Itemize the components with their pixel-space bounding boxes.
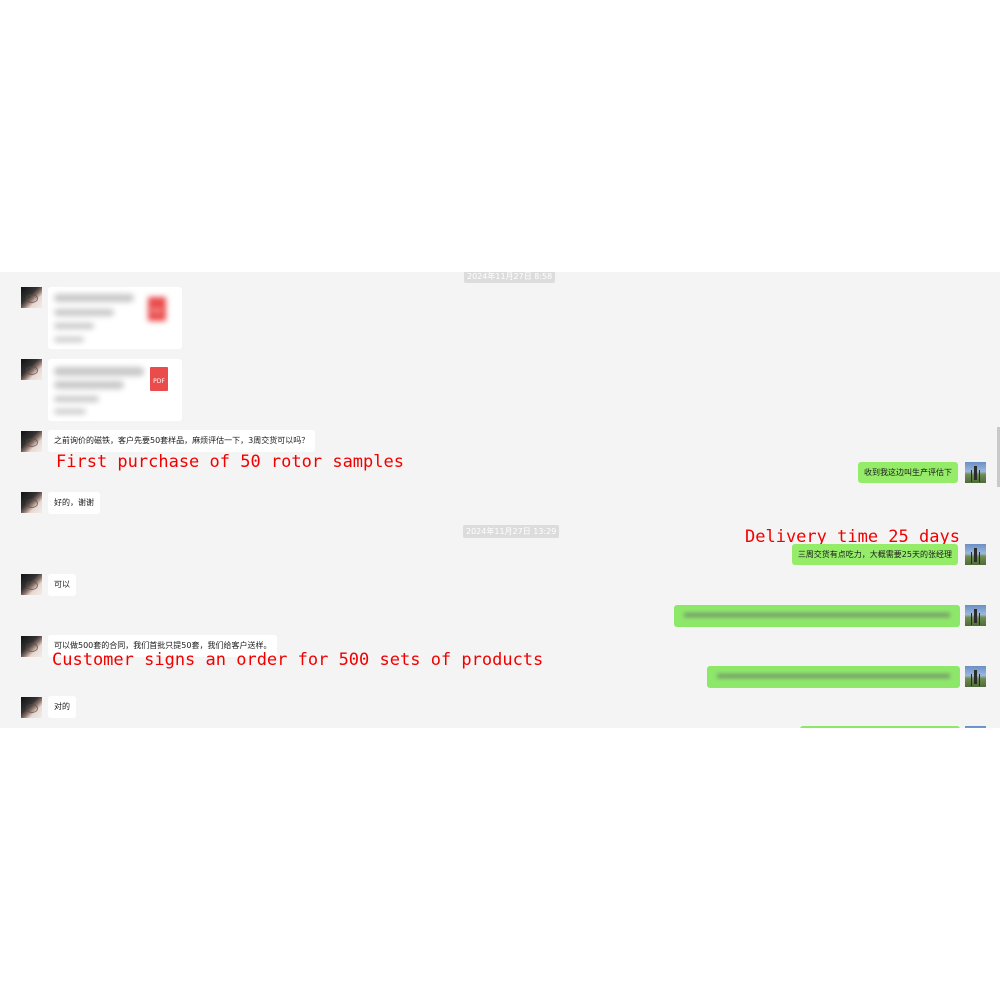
incoming-message[interactable]: 之前询价的磁铁，客户先要50套样品，麻烦评估一下，3周交货可以吗？ xyxy=(48,430,316,452)
annotation-delivery: Delivery time 25 days xyxy=(745,527,960,547)
redacted-outgoing-message[interactable] xyxy=(800,726,960,728)
user-avatar[interactable] xyxy=(965,605,986,626)
incoming-message[interactable]: 可以 xyxy=(48,574,76,596)
annotation-order: Customer signs an order for 500 sets of … xyxy=(52,650,544,670)
contact-avatar[interactable] xyxy=(21,287,42,308)
blurred-file-size xyxy=(54,323,94,329)
contact-avatar[interactable] xyxy=(21,431,42,452)
scrollbar-thumb[interactable] xyxy=(997,427,1000,487)
blurred-file-source xyxy=(54,337,84,342)
contact-avatar[interactable] xyxy=(21,636,42,657)
incoming-message[interactable]: 可以做500套的合同，我们首批只提50套，我们给客户送样。 xyxy=(48,635,278,657)
outgoing-message[interactable]: 收到我这边叫生产评估下 xyxy=(858,462,958,483)
user-avatar[interactable] xyxy=(965,544,986,565)
blurred-file-name xyxy=(54,309,114,316)
outgoing-message[interactable]: 三周交货有点吃力，大概需要25天的张经理 xyxy=(791,544,958,565)
file-message[interactable]: PDF xyxy=(48,359,182,421)
user-avatar[interactable] xyxy=(965,666,986,687)
contact-avatar[interactable] xyxy=(21,359,42,380)
blurred-file-name xyxy=(54,367,144,376)
incoming-message[interactable]: 对的 xyxy=(48,696,76,718)
annotation-samples: First purchase of 50 rotor samples xyxy=(56,452,404,472)
contact-avatar[interactable] xyxy=(21,574,42,595)
blurred-file-source xyxy=(54,409,86,414)
blurred-file-size xyxy=(54,396,99,402)
redacted-outgoing-message[interactable] xyxy=(707,666,960,688)
file-message[interactable]: PDF xyxy=(48,287,182,349)
timestamp-divider: 2024年11月27日 13:29 xyxy=(463,525,560,538)
pdf-icon: PDF xyxy=(150,367,168,391)
user-avatar[interactable] xyxy=(965,462,986,483)
pdf-icon: PDF xyxy=(148,297,166,321)
chat-window: 2024年11月27日 8:58 PDF PDF 之前询价的磁铁，客户先要50套… xyxy=(0,272,1000,728)
redacted-outgoing-message[interactable] xyxy=(674,605,960,627)
blurred-file-name xyxy=(54,381,124,389)
user-avatar[interactable] xyxy=(965,726,986,728)
contact-avatar[interactable] xyxy=(21,492,42,513)
incoming-message[interactable]: 好的，谢谢 xyxy=(48,492,100,514)
contact-avatar[interactable] xyxy=(21,697,42,718)
blurred-file-name xyxy=(54,294,134,302)
timestamp-divider: 2024年11月27日 8:58 xyxy=(464,272,556,283)
